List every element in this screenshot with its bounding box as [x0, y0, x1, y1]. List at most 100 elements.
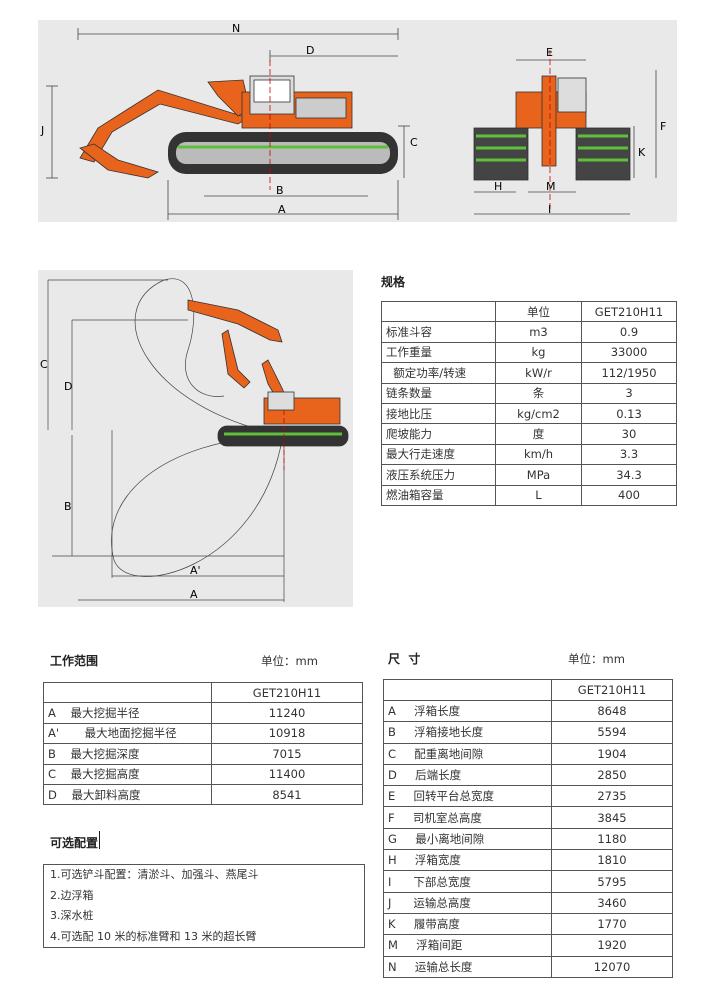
dim-value: 1904 [551, 742, 673, 765]
spec-name: 接地比压 [381, 402, 496, 425]
range-name: A' 最大地面挖掘半径 [43, 722, 212, 745]
dimensions-title: 尺 寸 [388, 652, 421, 666]
side-view-panel: N D J C B A E F K [38, 20, 677, 222]
range-name: A 最大挖掘半径 [43, 702, 212, 724]
dim-value: 3845 [551, 806, 673, 829]
dim-name: A 浮箱长度 [383, 699, 552, 723]
dim-value: 8648 [551, 699, 673, 723]
range-value: 7015 [211, 743, 363, 765]
options-title: 可选配置 [50, 836, 99, 850]
dim-label-A: A [278, 203, 286, 216]
spec-value: 30 [581, 423, 677, 445]
dim-value: 1810 [551, 849, 673, 872]
spec-value: 34.3 [581, 464, 677, 486]
dim-value: 2850 [551, 763, 673, 787]
spec-unit: kg/cm2 [495, 402, 582, 425]
dim-name: E 回转平台总宽度 [383, 785, 552, 808]
dim-name: M 浮箱间距 [383, 934, 552, 957]
work-range-diagram: C D B A' A [40, 278, 349, 602]
option-item: 1.可选铲斗配置：清淤斗、加强斗、燕尾斗 [50, 868, 259, 881]
dim-label-K: K [638, 146, 646, 159]
spec-name: 额定功率/转速 [381, 362, 496, 384]
spec-name: 液压系统压力 [381, 464, 496, 486]
specs-header-cell: 单位 [495, 300, 582, 323]
option-item: 4.可选配 10 米的标准臂和 13 米的超长臂 [50, 929, 257, 943]
side-view-diagram: N D J C B A E F K [40, 22, 666, 220]
spec-unit: 条 [495, 382, 582, 404]
dim-name: H 浮箱宽度 [383, 849, 552, 872]
dim-label-I: I [548, 203, 551, 216]
work-range-header-cell [43, 681, 212, 704]
dim-name: G 最小离地间隙 [383, 827, 552, 851]
options-cursor [99, 831, 100, 849]
dim-name: B 浮箱接地长度 [383, 721, 552, 744]
dim-name: N 运输总长度 [383, 955, 552, 978]
work-range-header-row: GET210H11 [43, 681, 363, 704]
dim-label-E: E [546, 46, 553, 59]
dim-name: C 配重离地间隙 [383, 742, 552, 765]
specs-header-cell [381, 300, 496, 323]
spec-value: 0.13 [581, 402, 677, 425]
range-label-C: C [40, 358, 48, 371]
spec-value: 400 [581, 484, 677, 506]
range-name: B 最大挖掘深度 [43, 743, 212, 765]
spec-unit: MPa [495, 464, 582, 486]
spec-unit: 度 [495, 423, 582, 445]
dim-label-B: B [276, 184, 284, 197]
spec-value: 0.9 [581, 321, 677, 343]
spec-value: 112/1950 [581, 362, 677, 384]
spec-unit: km/h [495, 443, 582, 466]
range-value: 10918 [211, 722, 363, 745]
dim-value: 5594 [551, 721, 673, 744]
dim-label-C: C [410, 136, 418, 149]
range-label-D: D [64, 380, 72, 393]
range-value: 8541 [211, 783, 363, 806]
work-range-title: 工作范围 [50, 654, 99, 668]
spec-name: 标准斗容 [381, 321, 496, 343]
option-item: 2.边浮箱 [50, 888, 94, 902]
range-value: 11400 [211, 763, 363, 785]
dim-label-D: D [306, 44, 314, 57]
range-label-B: B [64, 500, 72, 513]
spec-name: 最大行走速度 [381, 443, 496, 466]
spec-name: 链条数量 [381, 382, 496, 404]
dim-value: 3460 [551, 891, 673, 914]
spec-unit: L [495, 484, 582, 506]
work-range-unit: 单位：mm [261, 654, 318, 668]
dim-value: 5795 [551, 870, 673, 893]
dimensions-unit: 单位：mm [568, 652, 625, 666]
work-range-panel: C D B A' A [38, 270, 353, 607]
spec-value: 3 [581, 382, 677, 404]
dim-value: 1770 [551, 912, 673, 936]
spec-name: 燃油箱容量 [381, 484, 496, 506]
dimensions-header-cell: GET210H11 [551, 679, 673, 701]
dimensions-header-row: GET210H11 [383, 679, 673, 701]
range-label-A-prime: A' [190, 564, 201, 577]
dim-name: I 下部总宽度 [383, 870, 552, 893]
range-name: D 最大卸料高度 [43, 783, 212, 806]
dim-name: J 运输总高度 [383, 891, 552, 914]
range-label-A: A [190, 588, 198, 601]
spec-unit: kW/r [495, 362, 582, 384]
